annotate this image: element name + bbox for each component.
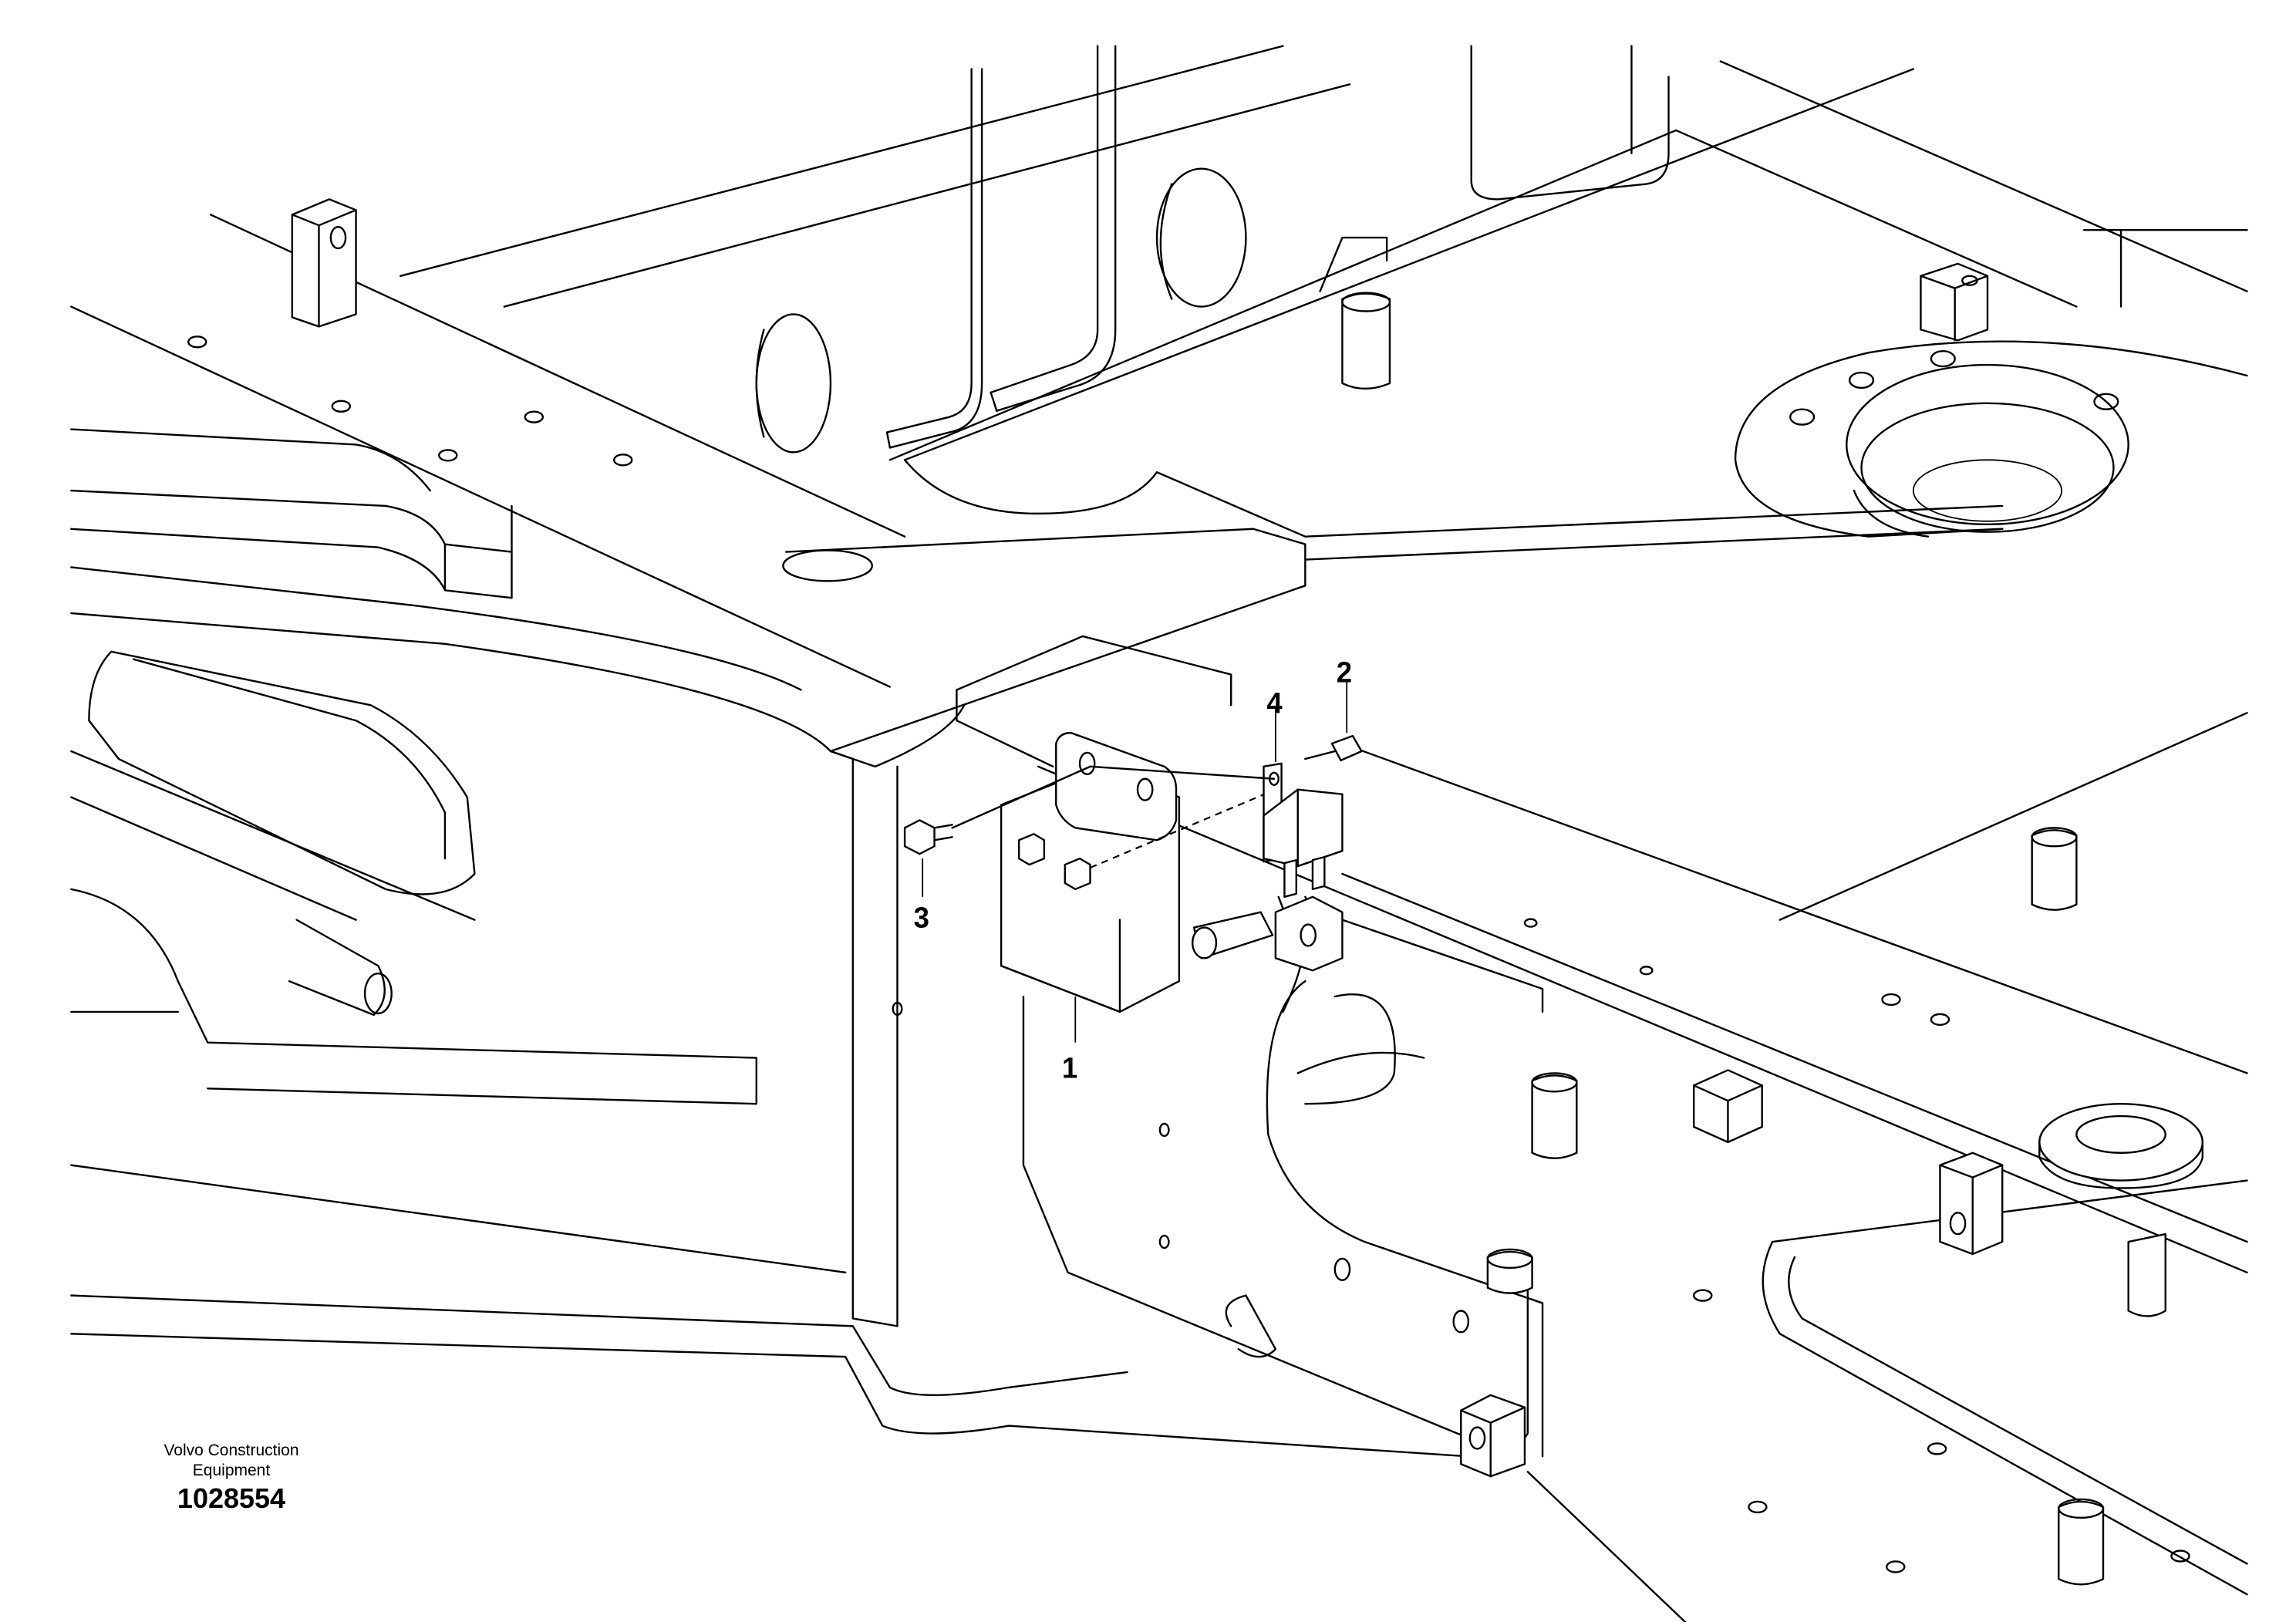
company-line-1: Volvo Construction: [164, 1442, 299, 1459]
callout-2: 2: [1337, 656, 1352, 689]
lower-right-frame-structure: [188, 336, 2247, 1622]
callout-3: 3: [914, 901, 929, 934]
document-number: 1028554: [177, 1482, 286, 1514]
callout-1: 1: [1062, 1051, 1077, 1084]
part-3-bolt: [905, 767, 1090, 897]
part-4-relay: [1090, 708, 1342, 1012]
left-frame-structure: [71, 430, 1468, 1457]
upper-frame-structure: [71, 46, 2247, 687]
callout-4: 4: [1266, 686, 1283, 720]
part-1-control-unit: [1001, 733, 1276, 1043]
part-2-screw: [1305, 683, 1361, 760]
callout-labels: 1 2 3 4: [914, 656, 1352, 1084]
company-line-2: Equipment: [192, 1462, 271, 1479]
company-name: Volvo Construction Equipment: [131, 1441, 332, 1481]
